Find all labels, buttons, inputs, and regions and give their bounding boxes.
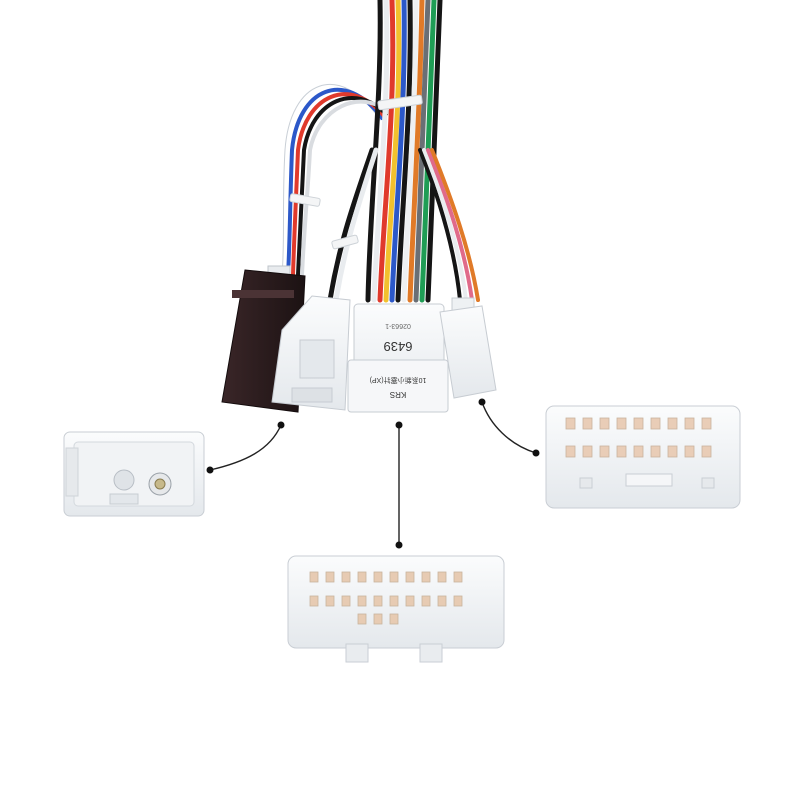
connector-face-left [63, 431, 205, 517]
white-plug-left [271, 295, 351, 411]
part-code-label: KRS [390, 390, 406, 399]
model-number-label: 6439 [384, 339, 413, 354]
callout-dots [206, 398, 540, 549]
cable-ties [289, 94, 423, 250]
wire-bundle [279, 0, 480, 303]
main-connector: 6439 02663-1 KRS 10系新小塞针(XP) [347, 303, 449, 413]
white-plug-right [439, 297, 497, 399]
connector-face-right [545, 405, 741, 509]
connector-face-center [287, 555, 505, 663]
callout-lines [209, 401, 537, 545]
description-label: 10系新小塞针(XP) [370, 376, 427, 385]
small-code-label: 02663-1 [385, 322, 411, 329]
